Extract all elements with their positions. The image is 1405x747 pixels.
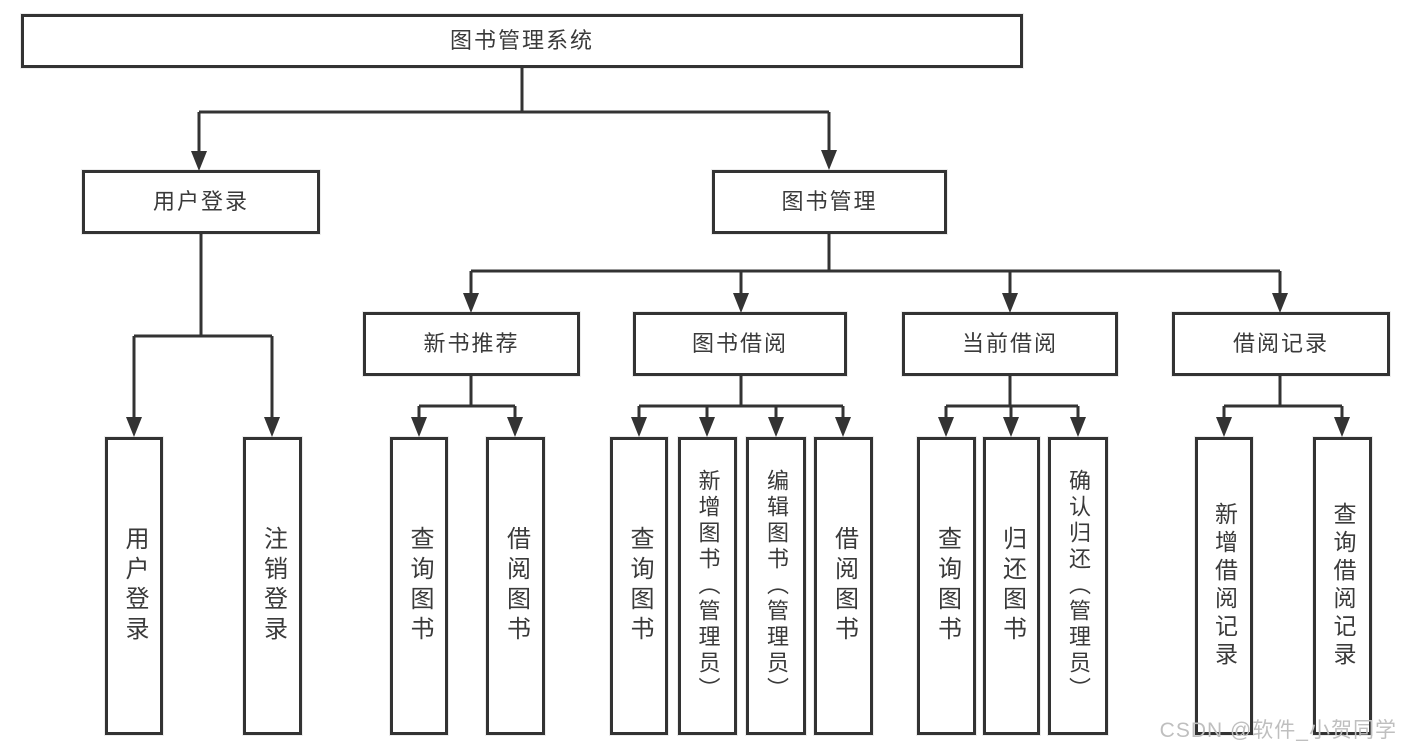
node-book-management: 图书管理 xyxy=(712,170,947,234)
leaf-user-login: 用户登录 xyxy=(105,437,163,735)
leaf-return-books: 归还图书 xyxy=(983,437,1040,735)
leaf-confirm-return-admin: 确认归还（管理员） xyxy=(1048,437,1108,735)
leaf-add-books-admin: 新增图书（管理员） xyxy=(678,437,737,735)
leaf-query-books-borrow: 查询图书 xyxy=(610,437,668,735)
leaf-query-books-current: 查询图书 xyxy=(917,437,976,735)
watermark: CSDN @软件_小贺同学 xyxy=(1159,719,1397,742)
edge-paths xyxy=(132,68,1344,419)
leaf-query-books-recommend: 查询图书 xyxy=(390,437,448,735)
leaf-edit-books-admin: 编辑图书（管理员） xyxy=(746,437,806,735)
node-user-login: 用户登录 xyxy=(82,170,320,234)
arrowheads xyxy=(126,150,1350,437)
node-current-borrowing: 当前借阅 xyxy=(902,312,1118,376)
node-new-book-recommendation: 新书推荐 xyxy=(363,312,580,376)
leaf-borrow-books: 借阅图书 xyxy=(814,437,873,735)
node-borrowing-records: 借阅记录 xyxy=(1172,312,1390,376)
leaf-logout-login: 注销登录 xyxy=(243,437,302,735)
leaf-add-borrow-record: 新增借阅记录 xyxy=(1195,437,1253,735)
leaf-borrow-books-recommend: 借阅图书 xyxy=(486,437,545,735)
leaf-query-borrow-record: 查询借阅记录 xyxy=(1313,437,1372,735)
node-book-borrowing: 图书借阅 xyxy=(633,312,847,376)
node-root: 图书管理系统 xyxy=(21,14,1023,68)
